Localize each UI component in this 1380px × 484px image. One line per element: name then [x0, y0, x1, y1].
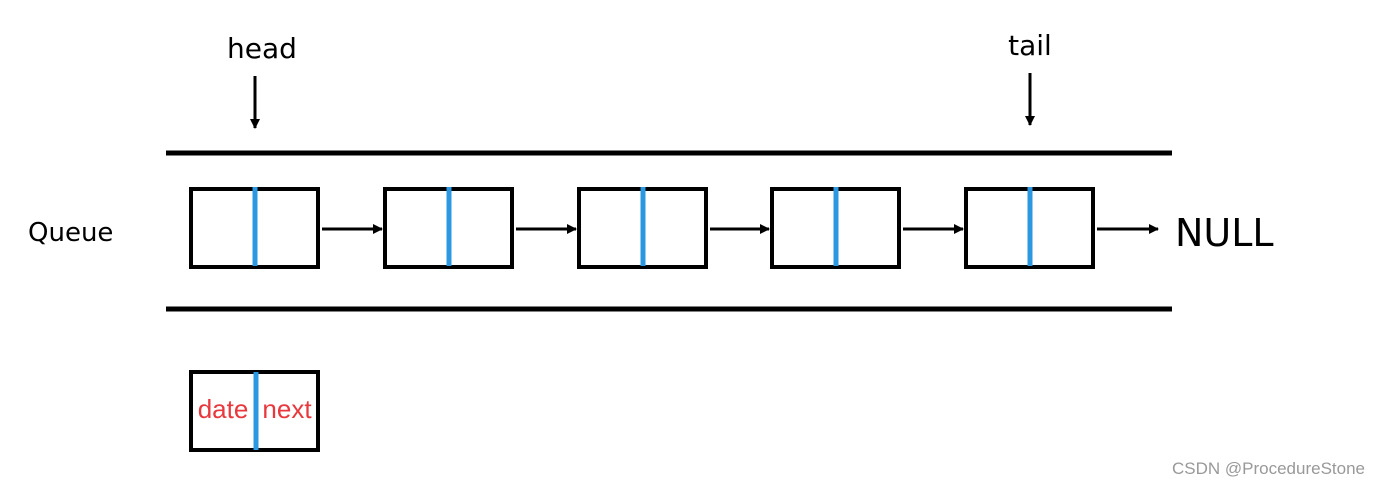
queue-label: Queue — [28, 218, 113, 248]
queue-node — [964, 187, 1095, 269]
queue-node — [383, 187, 514, 269]
queue-node — [770, 187, 901, 269]
head-label: head — [227, 32, 297, 65]
queue-node — [577, 187, 708, 269]
watermark: CSDN @ProcedureStone — [1172, 459, 1365, 478]
legend-next-field: next — [262, 394, 312, 424]
queue-node — [189, 187, 320, 269]
null-label: NULL — [1175, 211, 1274, 255]
legend-node: date next — [189, 370, 320, 452]
legend-date-field: date — [198, 394, 249, 424]
queue-nodes — [189, 187, 1159, 269]
tail-label: tail — [1008, 29, 1052, 62]
